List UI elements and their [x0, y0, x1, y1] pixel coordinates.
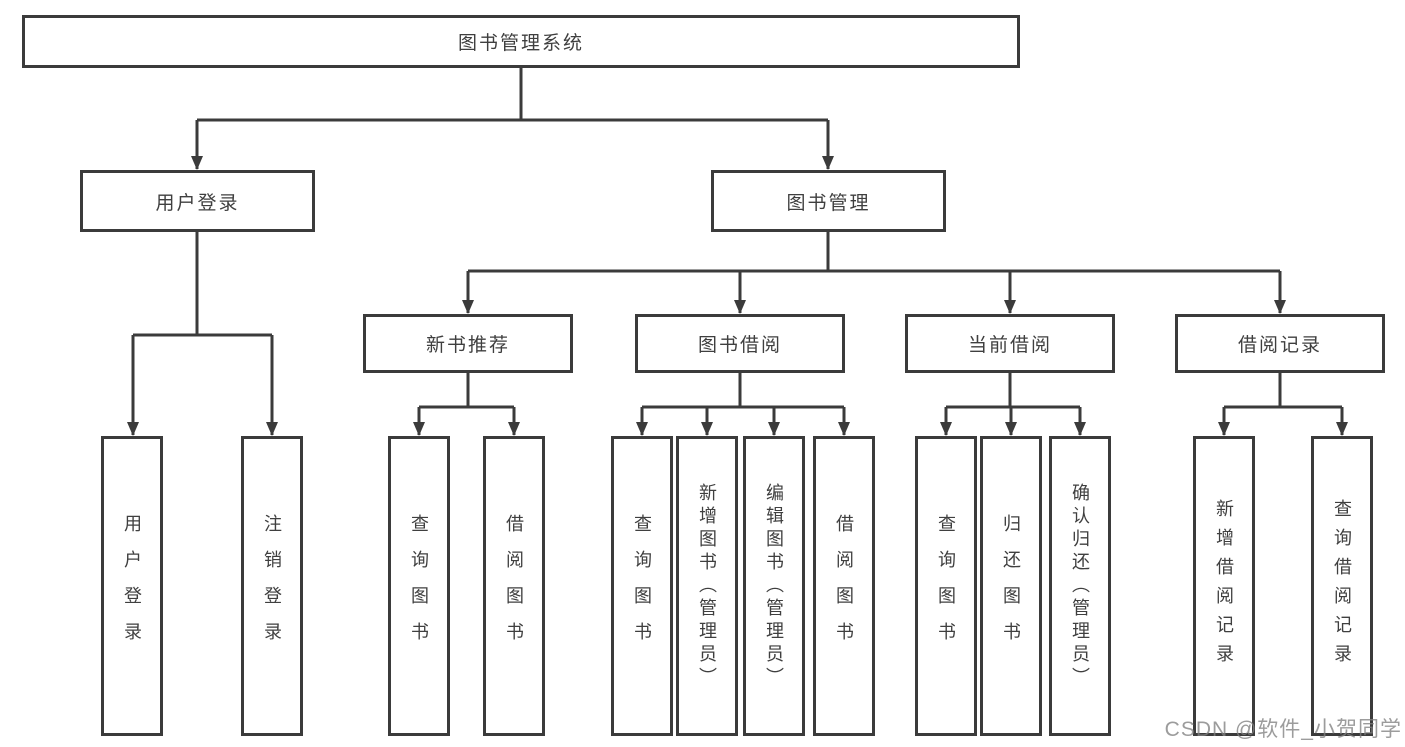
leaf-current-confirm-return-admin: 确认归还（管理员） — [1049, 436, 1111, 736]
node-book-management: 图书管理 — [711, 170, 946, 232]
leaf-borrow-edit-books-admin: 编辑图书（管理员） — [743, 436, 805, 736]
leaf-current-query-books: 查询图书 — [915, 436, 977, 736]
node-user-login: 用户登录 — [80, 170, 315, 232]
leaf-current-return-books: 归还图书 — [980, 436, 1042, 736]
leaf-user-login: 用户登录 — [101, 436, 163, 736]
csdn-watermark: CSDN @软件_小贺同学 — [1164, 718, 1402, 741]
leaf-borrow-borrow-books: 借阅图书 — [813, 436, 875, 736]
leaf-recommend-query-books: 查询图书 — [388, 436, 450, 736]
node-library-management-system: 图书管理系统 — [22, 15, 1020, 68]
node-current-borrowing: 当前借阅 — [905, 314, 1115, 373]
leaf-borrow-query-books: 查询图书 — [611, 436, 673, 736]
leaf-records-add-borrow-record: 新增借阅记录 — [1193, 436, 1255, 736]
leaf-borrow-add-books-admin: 新增图书（管理员） — [676, 436, 738, 736]
node-borrowing-records: 借阅记录 — [1175, 314, 1385, 373]
leaf-records-query-borrow-record: 查询借阅记录 — [1311, 436, 1373, 736]
leaf-logout-login: 注销登录 — [241, 436, 303, 736]
node-book-borrowing: 图书借阅 — [635, 314, 845, 373]
leaf-recommend-borrow-books: 借阅图书 — [483, 436, 545, 736]
node-new-book-recommendation: 新书推荐 — [363, 314, 573, 373]
